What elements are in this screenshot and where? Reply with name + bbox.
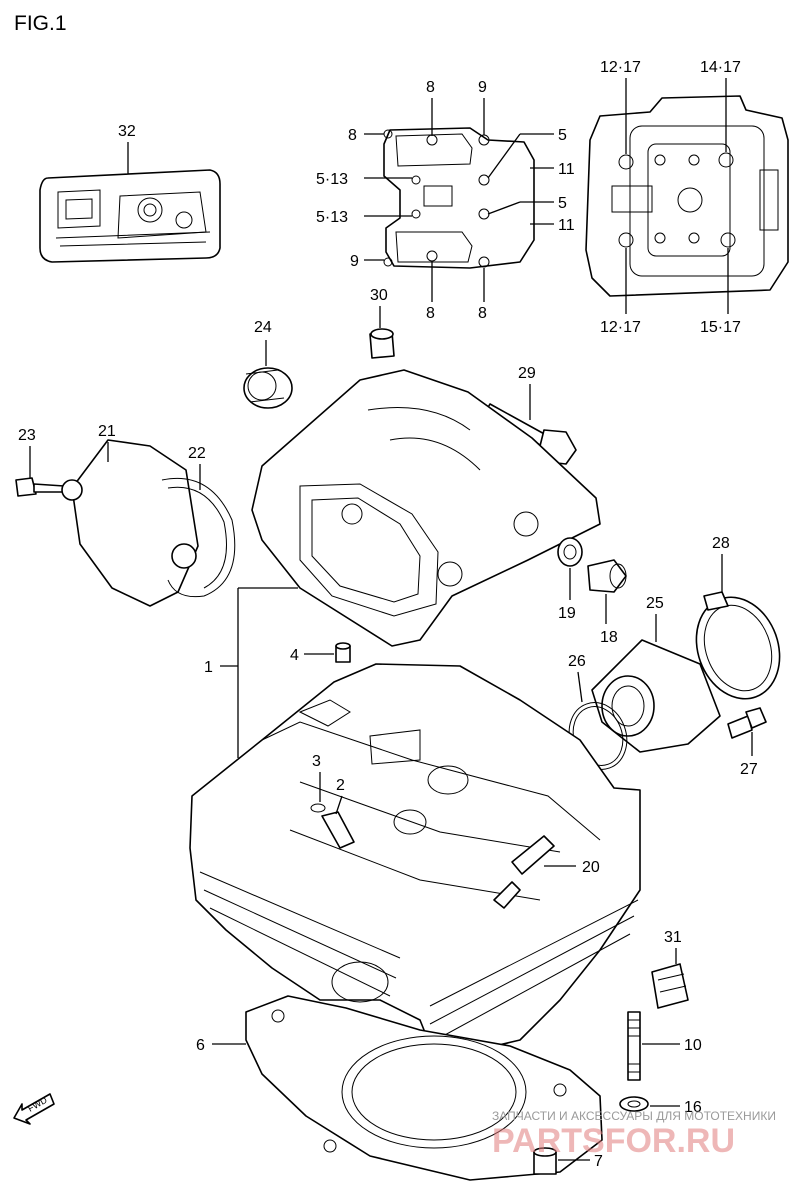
cylinder-head-cover-illustration bbox=[251, 369, 601, 647]
figure-title: FIG.1 bbox=[14, 12, 67, 35]
inset-a-callout-right-mid3: 11 bbox=[558, 217, 575, 234]
callout-23: 23 bbox=[18, 427, 36, 444]
callout-18: 18 bbox=[600, 629, 618, 646]
spark-plug-illustration bbox=[493, 835, 555, 909]
callout-1: 1 bbox=[204, 659, 213, 676]
union-bolt-illustration bbox=[369, 328, 395, 359]
inset-a-callout-left-mid2: 5·13 bbox=[316, 209, 348, 226]
pipe-bolt-illustration bbox=[727, 707, 767, 739]
side-cover-illustration bbox=[61, 439, 199, 607]
callout-16: 16 bbox=[684, 1099, 702, 1116]
cylinder-head-cover-topview-inset bbox=[383, 127, 535, 269]
inset-a-callout-top-right: 9 bbox=[478, 79, 487, 96]
inset-b-callout-bottom-left: 12·17 bbox=[600, 319, 641, 336]
forward-arrow-icon bbox=[13, 1093, 55, 1125]
cushion-block-illustration bbox=[651, 963, 689, 1009]
dowel-pin-illustration bbox=[335, 642, 351, 663]
callout-25: 25 bbox=[646, 595, 664, 612]
watermark-brand: PARTSFOR.RU bbox=[492, 1122, 735, 1160]
inset-a-callout-right-upper: 5 bbox=[558, 127, 567, 144]
callout-6: 6 bbox=[196, 1037, 205, 1054]
head-gasket-illustration bbox=[245, 995, 603, 1181]
cover-gasket-illustration bbox=[161, 477, 236, 598]
cylinder-head-topview-inset bbox=[585, 95, 789, 297]
oil-seal-illustration bbox=[243, 367, 293, 409]
inset-b-callout-top-right: 14·17 bbox=[700, 59, 741, 76]
callout-21: 21 bbox=[98, 423, 116, 440]
callout-3: 3 bbox=[312, 753, 321, 770]
callout-27: 27 bbox=[740, 761, 758, 778]
inset-a-callout-right-mid2: 5 bbox=[558, 195, 567, 212]
gasket-set-illustration bbox=[39, 169, 221, 263]
inset-a-callout-right-mid1: 11 bbox=[558, 161, 575, 178]
inset-a-callout-left-mid1: 5·13 bbox=[316, 171, 348, 188]
inset-a-callout-bottom-right: 8 bbox=[478, 305, 487, 322]
callout-19: 19 bbox=[558, 605, 576, 622]
callout-24: 24 bbox=[254, 319, 272, 336]
stud-bolt-illustration bbox=[627, 1011, 641, 1081]
inset-a-callout-left-lower: 9 bbox=[350, 253, 359, 270]
inset-a-callout-left-upper: 8 bbox=[348, 127, 357, 144]
plug-bolt-illustration bbox=[587, 559, 627, 593]
callout-10: 10 bbox=[684, 1037, 702, 1054]
sealing-washer-illustration bbox=[557, 537, 583, 567]
stud-washer-illustration bbox=[619, 1096, 649, 1112]
inset-b-callout-bottom-right: 15·17 bbox=[700, 319, 741, 336]
callout-20: 20 bbox=[582, 859, 600, 876]
callout-4: 4 bbox=[290, 647, 299, 664]
callout-30: 30 bbox=[370, 287, 388, 304]
valve-guide-illustration bbox=[310, 803, 355, 849]
callout-32: 32 bbox=[118, 123, 136, 140]
callout-22: 22 bbox=[188, 445, 206, 462]
inset-a-callout-bottom-left: 8 bbox=[426, 305, 435, 322]
callout-29: 29 bbox=[518, 365, 536, 382]
gasket-dowel-illustration bbox=[533, 1147, 557, 1175]
callout-2: 2 bbox=[336, 777, 345, 794]
hose-clamp-illustration bbox=[695, 591, 781, 700]
inset-b-callout-top-left: 12·17 bbox=[600, 59, 641, 76]
inset-a-callout-top-left: 8 bbox=[426, 79, 435, 96]
cylinder-head-illustration bbox=[189, 663, 641, 1061]
cover-bolt-illustration bbox=[15, 477, 65, 497]
watermark-tagline: ЗАПЧАСТИ И АКСЕССУАРЫ ДЛЯ МОТОТЕХНИКИ bbox=[492, 1109, 776, 1123]
intake-pipe-illustration bbox=[591, 639, 721, 753]
callout-31: 31 bbox=[664, 929, 682, 946]
callout-7: 7 bbox=[594, 1153, 603, 1170]
callout-28: 28 bbox=[712, 535, 730, 552]
callout-26: 26 bbox=[568, 653, 586, 670]
